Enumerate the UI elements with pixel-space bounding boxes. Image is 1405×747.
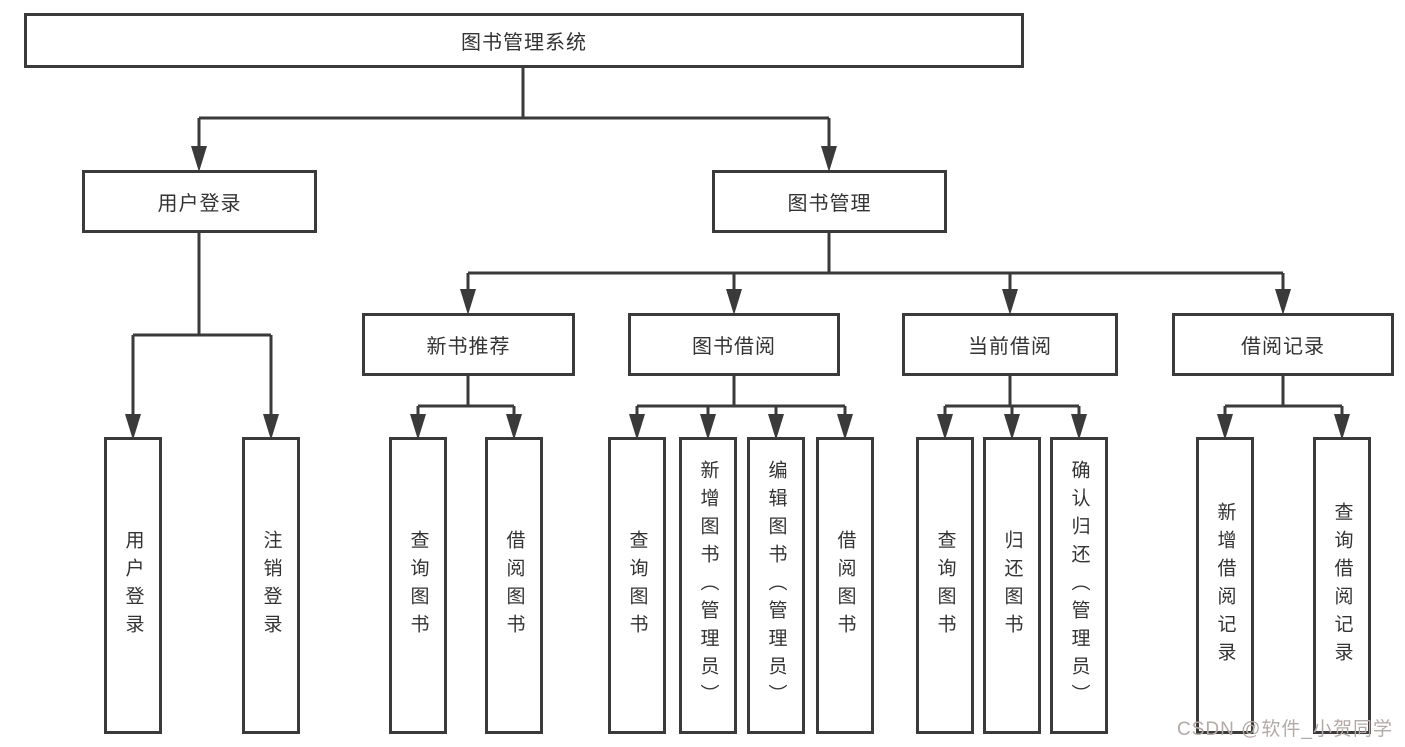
node-label: 新增图书（管理员） — [697, 459, 719, 712]
node-label: 编辑图书（管理员） — [765, 459, 787, 712]
node-label: 查询借阅记录 — [1331, 501, 1353, 670]
node-label: 借阅图书 — [834, 529, 856, 642]
node-borrow-record: 借阅记录 — [1172, 313, 1394, 376]
node-label: 查询图书 — [407, 529, 429, 642]
node-label: 新书推荐 — [426, 336, 511, 358]
node-label: 注销登录 — [260, 529, 282, 642]
node-leaf-query-book-2: 查询图书 — [608, 437, 666, 734]
node-label: 查询图书 — [626, 529, 648, 642]
node-leaf-add-borrow-record: 新增借阅记录 — [1196, 437, 1254, 734]
node-leaf-user-login: 用户登录 — [104, 437, 162, 734]
node-leaf-edit-book-admin: 编辑图书（管理员） — [747, 437, 805, 734]
node-book-borrow: 图书借阅 — [628, 313, 840, 376]
node-user-login: 用户登录 — [82, 170, 317, 233]
node-label: 借阅记录 — [1241, 336, 1325, 358]
node-leaf-borrow-book-2: 借阅图书 — [816, 437, 874, 734]
node-label: 图书管理 — [787, 193, 872, 215]
node-leaf-query-borrow-record: 查询借阅记录 — [1313, 437, 1371, 734]
node-label: 新增借阅记录 — [1214, 501, 1236, 670]
node-library-management-system: 图书管理系统 — [24, 13, 1024, 68]
node-label: 查询图书 — [934, 529, 956, 642]
node-label: 图书管理系统 — [461, 32, 587, 54]
node-new-book-recommend: 新书推荐 — [362, 313, 575, 376]
node-leaf-query-book-1: 查询图书 — [389, 437, 447, 734]
node-label: 确认归还（管理员） — [1068, 459, 1090, 712]
node-label: 借阅图书 — [503, 529, 525, 642]
node-book-management: 图书管理 — [712, 170, 947, 233]
node-leaf-borrow-book-1: 借阅图书 — [485, 437, 543, 734]
node-leaf-return-book: 归还图书 — [983, 437, 1041, 734]
node-label: 图书借阅 — [692, 336, 776, 358]
node-leaf-query-book-3: 查询图书 — [916, 437, 974, 734]
arrowheads — [125, 146, 1350, 440]
csdn-watermark: CSDN @软件_小贺同学 — [1177, 719, 1393, 740]
node-leaf-confirm-return-admin: 确认归还（管理员） — [1050, 437, 1108, 734]
node-label: 当前借阅 — [968, 336, 1052, 358]
node-label: 归还图书 — [1001, 529, 1023, 642]
node-label: 用户登录 — [122, 529, 144, 642]
node-leaf-add-book-admin: 新增图书（管理员） — [679, 437, 737, 734]
node-current-borrow: 当前借阅 — [902, 313, 1118, 376]
node-label: 用户登录 — [157, 193, 242, 215]
node-leaf-logout: 注销登录 — [242, 437, 300, 734]
